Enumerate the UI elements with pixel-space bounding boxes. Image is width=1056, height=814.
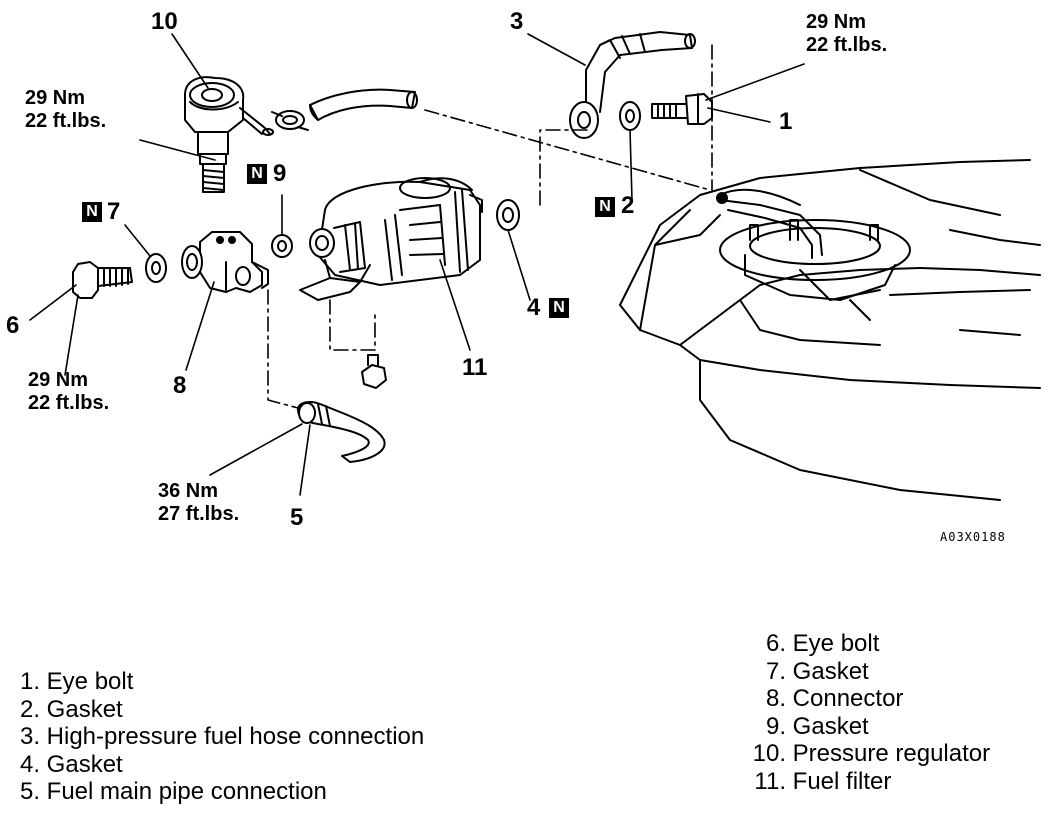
legend-item-6: 6. Eye bolt: [765, 630, 880, 657]
gasket-7-part: [145, 253, 167, 283]
new-part-marker-7: N: [82, 202, 102, 222]
high-pressure-hose-part: [569, 31, 696, 139]
hose-clamp-part: [271, 110, 309, 131]
callout-1: 1: [779, 108, 793, 135]
callout-4: 4: [527, 294, 541, 321]
legend-item-11: 11. Fuel filter: [754, 767, 892, 795]
leader-lines: [29, 33, 805, 496]
legend-item-10: 10. Pressure regulator: [752, 740, 991, 767]
new-part-marker-9: N: [247, 164, 267, 184]
fuel-main-pipe-part: [297, 401, 386, 463]
legend-item-4: 4. Gasket: [19, 750, 123, 778]
legend-left-column: 1. Eye bolt 2. Gasket 3. High-pressure f…: [14, 668, 424, 806]
pressure-regulator-part: [184, 76, 274, 193]
figure-code: A03X0188: [940, 530, 1006, 544]
callout-3: 3: [510, 8, 524, 35]
assembly-guide-lines: [267, 44, 713, 409]
gasket-9-part: [271, 234, 293, 258]
gasket-4-part: [496, 199, 520, 231]
legend-item-9: 9. Gasket: [765, 712, 869, 740]
legend-item-8: 8. Connector: [765, 685, 904, 712]
callout-5: 5: [290, 504, 304, 531]
exploded-view-drawing: [29, 31, 1041, 501]
legend-item-7: 7. Gasket: [765, 657, 869, 685]
callout-7: 7: [107, 198, 121, 225]
legend-item-1: 1. Eye bolt: [19, 668, 134, 695]
legend-item-3: 3. High-pressure fuel hose connection: [19, 723, 425, 750]
connector-part: [181, 231, 269, 293]
legend-item-5: 5. Fuel main pipe connection: [19, 778, 327, 805]
fuel-tank-body: [619, 159, 1041, 501]
callout-6: 6: [6, 312, 20, 339]
callout-2: 2: [621, 192, 635, 219]
eye-bolt-1-part: [651, 93, 713, 125]
fuel-filter-part: [299, 177, 483, 389]
return-hose-part: [309, 88, 418, 121]
callout-10: 10: [151, 8, 178, 35]
gasket-2-part: [619, 101, 641, 131]
eye-bolt-6-part: [72, 261, 133, 299]
callout-11: 11: [462, 354, 488, 381]
new-part-marker-4: N: [549, 298, 569, 318]
legend-item-2: 2. Gasket: [19, 695, 123, 723]
new-part-marker-2: N: [595, 197, 615, 217]
legend-right-column: 6. Eye bolt 7. Gasket 8. Connector 9. Ga…: [748, 630, 990, 795]
callout-8: 8: [173, 372, 187, 399]
callout-9: 9: [273, 160, 287, 187]
